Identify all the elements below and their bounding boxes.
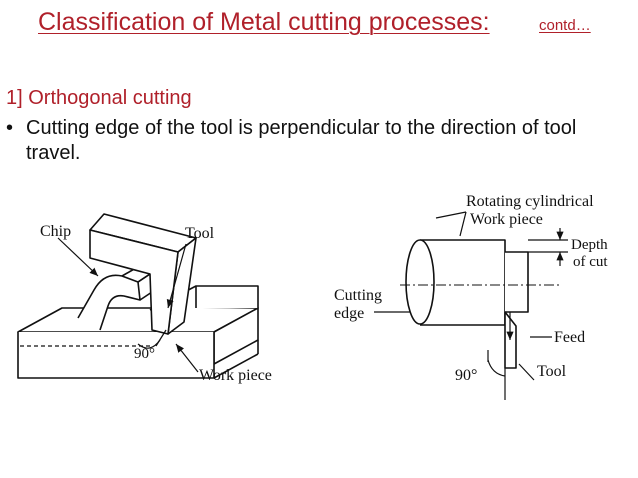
work-piece-label-right: Work piece bbox=[470, 211, 543, 228]
tool-label: Tool bbox=[185, 225, 215, 242]
work-piece-block bbox=[17, 285, 259, 379]
rotating-cylinder bbox=[405, 239, 529, 326]
section-heading: 1] Orthogonal cutting bbox=[6, 87, 192, 109]
tool-label-right: Tool bbox=[537, 363, 567, 380]
edge-label: edge bbox=[334, 305, 364, 322]
slide-title: Classification of Metal cutting processe… bbox=[38, 8, 490, 36]
tool-leader-right bbox=[518, 363, 535, 381]
bullet-item: • Cutting edge of the tool is perpendicu… bbox=[6, 116, 636, 166]
rotating-leader bbox=[459, 211, 467, 237]
angle-arc-right bbox=[487, 359, 506, 377]
depth-label: Depth bbox=[571, 237, 608, 253]
bullet-marker: • bbox=[6, 117, 14, 139]
depth-of-cut-marks bbox=[528, 228, 568, 266]
orthogonal-cutting-diagram bbox=[17, 213, 259, 379]
angle-label-right: 90° bbox=[455, 367, 477, 384]
continued-label: contd… bbox=[539, 17, 591, 34]
tool-shape bbox=[89, 213, 197, 335]
work-piece-leader bbox=[175, 343, 199, 373]
work-piece-label: Work piece bbox=[199, 367, 272, 384]
of-cut-label: of cut bbox=[573, 254, 608, 270]
feed-label: Feed bbox=[554, 329, 585, 346]
rotating-cylindrical-label: Rotating cylindrical bbox=[466, 193, 594, 210]
cutting-label: Cutting bbox=[334, 287, 382, 304]
cylindrical-diagram bbox=[374, 211, 568, 400]
tool-leader bbox=[166, 243, 187, 309]
bullet-text: Cutting edge of the tool is perpendicula… bbox=[26, 117, 577, 164]
angle-label-left: 90° bbox=[134, 346, 155, 362]
chip-leader bbox=[57, 237, 99, 277]
chip-label: Chip bbox=[40, 223, 71, 240]
